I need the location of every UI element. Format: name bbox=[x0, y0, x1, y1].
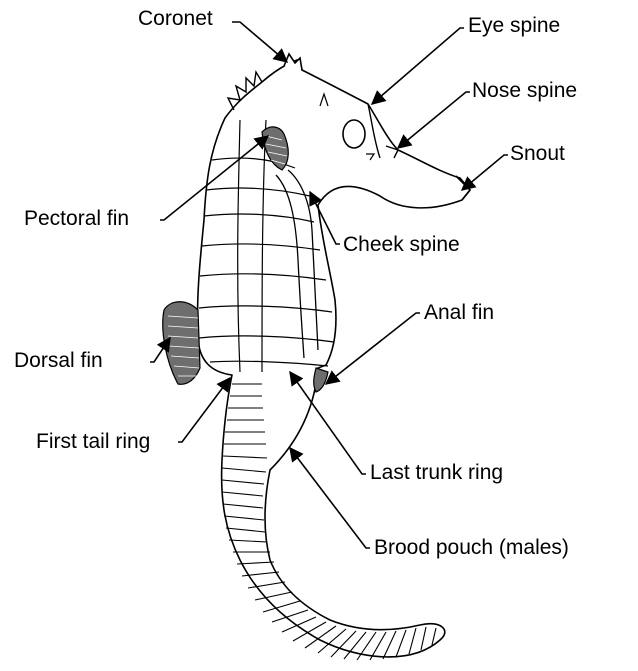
label-nose-spine: Nose spine bbox=[472, 80, 577, 101]
label-pectoral-fin: Pectoral fin bbox=[24, 208, 129, 229]
arrow-coronet bbox=[232, 22, 287, 62]
arrow-snout bbox=[462, 155, 508, 190]
arrow-brood-pouch bbox=[290, 448, 370, 548]
label-first-tail-ring: First tail ring bbox=[36, 431, 150, 452]
dorsal-fin bbox=[163, 302, 200, 385]
eye bbox=[343, 120, 365, 148]
arrow-anal-fin bbox=[326, 313, 420, 384]
arrow-eye-spine bbox=[372, 28, 464, 104]
arrow-nose-spine bbox=[398, 92, 470, 148]
label-coronet: Coronet bbox=[138, 8, 213, 29]
label-snout: Snout bbox=[510, 143, 565, 164]
label-eye-spine: Eye spine bbox=[468, 15, 560, 36]
seahorse-body-outline bbox=[197, 60, 470, 657]
label-last-trunk-ring: Last trunk ring bbox=[370, 462, 503, 483]
label-brood-pouch: Brood pouch (males) bbox=[374, 537, 569, 558]
label-anal-fin: Anal fin bbox=[424, 302, 494, 323]
anal-fin bbox=[314, 368, 328, 392]
arrow-first-tail-ring bbox=[178, 378, 230, 442]
label-dorsal-fin: Dorsal fin bbox=[14, 350, 103, 371]
label-cheek-spine: Cheek spine bbox=[343, 234, 460, 255]
